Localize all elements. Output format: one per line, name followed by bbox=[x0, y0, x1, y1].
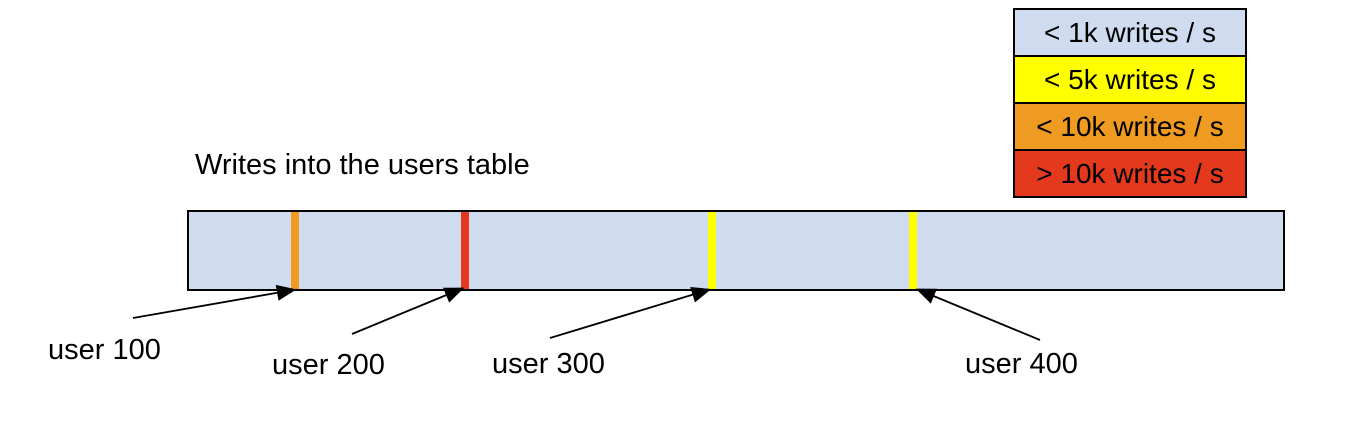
arrow-user-200 bbox=[351, 287, 465, 335]
arrow-user-100 bbox=[132, 284, 297, 319]
write-hotspot-stripe-user-200 bbox=[460, 212, 469, 289]
legend-item-under-10k: < 10k writes / s bbox=[1015, 104, 1245, 151]
legend: < 1k writes / s < 5k writes / s < 10k wr… bbox=[1013, 8, 1247, 198]
diagram-title: Writes into the users table bbox=[195, 149, 530, 181]
write-hotspot-stripe-user-300 bbox=[707, 212, 716, 289]
legend-item-under-5k: < 5k writes / s bbox=[1015, 57, 1245, 104]
users-table-bar bbox=[187, 210, 1285, 291]
legend-item-under-1k: < 1k writes / s bbox=[1015, 10, 1245, 57]
arrow-user-300 bbox=[549, 286, 712, 339]
legend-item-over-10k: > 10k writes / s bbox=[1015, 151, 1245, 196]
write-hotspot-stripe-user-400 bbox=[909, 212, 918, 289]
user-200-label: user 200 bbox=[272, 349, 385, 381]
write-hotspot-stripe-user-100 bbox=[291, 212, 300, 289]
user-400-label: user 400 bbox=[965, 348, 1078, 380]
arrow-user-400 bbox=[915, 288, 1041, 341]
user-300-label: user 300 bbox=[492, 348, 605, 380]
user-100-label: user 100 bbox=[48, 334, 161, 366]
